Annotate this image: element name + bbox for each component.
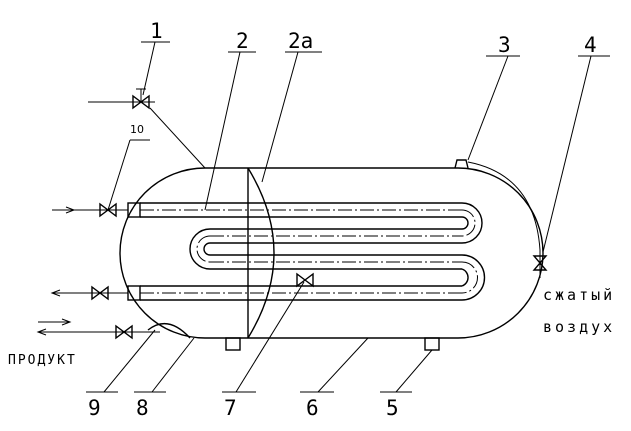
tank-partition bbox=[247, 167, 275, 339]
callout-6: 6 bbox=[306, 396, 319, 420]
leader-lines bbox=[86, 41, 610, 393]
callout-2: 2 bbox=[236, 29, 249, 53]
callout-5: 5 bbox=[386, 396, 399, 420]
callout-8: 8 bbox=[136, 396, 149, 420]
callout-10: 10 bbox=[130, 123, 144, 136]
valve-icon bbox=[532, 255, 548, 271]
callout-2a: 2а bbox=[288, 29, 313, 53]
valve-icon bbox=[99, 202, 117, 218]
valve-icon bbox=[132, 94, 150, 110]
inlet-pipe-coil bbox=[52, 139, 150, 218]
outlet-pipe-coil bbox=[50, 285, 128, 301]
callout-4: 4 bbox=[584, 33, 597, 57]
compressed-air-label-line1: сжатый bbox=[543, 286, 615, 304]
valve-icon bbox=[296, 272, 314, 288]
drain-nozzle bbox=[147, 322, 191, 339]
callout-3: 3 bbox=[498, 33, 511, 57]
product-pipes bbox=[36, 318, 191, 340]
right-fittings bbox=[454, 159, 548, 278]
product-label: ПРОДУКТ bbox=[8, 353, 77, 368]
valve-icon bbox=[115, 324, 133, 340]
heating-coil bbox=[127, 202, 486, 301]
top-valve-assembly bbox=[88, 88, 206, 169]
callout-9: 9 bbox=[88, 396, 101, 420]
tank-supports bbox=[225, 337, 440, 351]
callout-7: 7 bbox=[224, 396, 237, 420]
callout-1: 1 bbox=[150, 19, 163, 43]
tank-body bbox=[119, 167, 544, 339]
compressed-air-label-line2: воздух bbox=[543, 318, 615, 336]
valve-icon bbox=[91, 285, 109, 301]
vent-nozzle bbox=[454, 159, 469, 169]
